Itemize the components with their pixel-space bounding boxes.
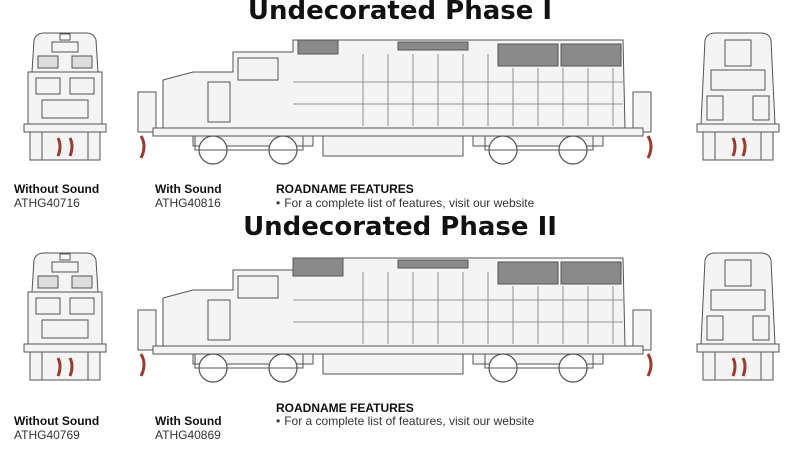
phase-1-without-sound-code: ATHG40716: [14, 196, 80, 210]
phase-2-features-item: •For a complete list of features, visit …: [276, 414, 534, 428]
locomotive-rear-end-icon: [696, 252, 780, 381]
phase-1-features-item: •For a complete list of features, visit …: [276, 196, 534, 210]
phase-2-title: Undecorated Phase II: [243, 212, 557, 242]
phase-1-title: Undecorated Phase I: [247, 0, 553, 26]
phase-2-without-sound-code: ATHG40769: [14, 428, 80, 442]
locomotive-side-profile-icon: [137, 257, 653, 383]
locomotive-rear-end-icon: [696, 32, 780, 161]
phase-1-features-heading: ROADNAME FEATURES: [276, 182, 414, 196]
phase-2-features-text: For a complete list of features, visit o…: [284, 414, 535, 428]
phase-2-features-heading: ROADNAME FEATURES: [276, 401, 414, 415]
phase-1-section: Undecorated Phase I: [14, 0, 780, 210]
locomotive-front-end-icon: [23, 252, 107, 381]
phase-1-without-sound-label: Without Sound: [14, 182, 100, 196]
bullet: •: [276, 196, 281, 210]
phase-1-with-sound-label: With Sound: [155, 182, 222, 196]
locomotive-side-profile-icon: [137, 39, 653, 165]
locomotive-front-end-icon: [23, 32, 107, 161]
phase-1-features-text: For a complete list of features, visit o…: [284, 196, 535, 210]
phase-2-with-sound-label: With Sound: [155, 414, 222, 428]
phase-1-with-sound-code: ATHG40816: [155, 196, 221, 210]
phase-2-without-sound-label: Without Sound: [14, 414, 100, 428]
phase-2-with-sound-code: ATHG40869: [155, 428, 221, 442]
phase-2-section: Undecorated Phase II: [0, 212, 800, 450]
bullet: •: [276, 414, 281, 428]
